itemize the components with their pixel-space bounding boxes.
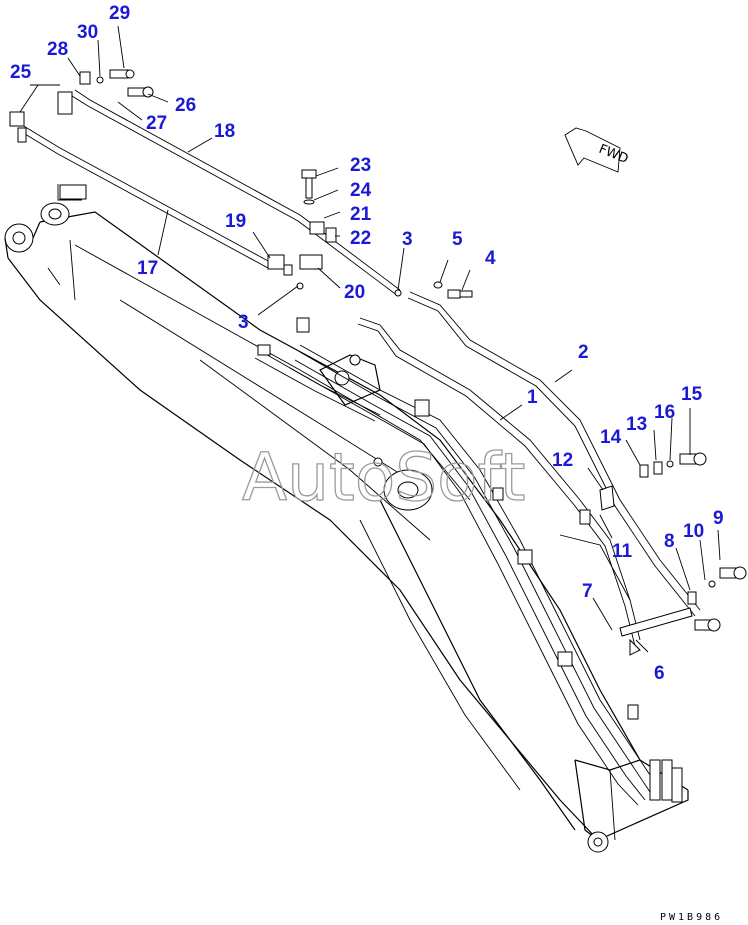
callout-21: 21 <box>350 204 372 225</box>
callout-19: 19 <box>225 211 246 232</box>
callout-24: 24 <box>350 180 372 201</box>
callout-17: 17 <box>137 258 158 279</box>
callout-3: 3 <box>238 312 249 333</box>
callout-30: 30 <box>77 22 98 43</box>
callout-6: 6 <box>654 663 665 684</box>
callout-12: 12 <box>552 450 573 471</box>
piping-lines <box>19 89 701 806</box>
fittings <box>9 69 747 720</box>
callout-20: 20 <box>344 282 365 303</box>
fwd-label: FWD <box>597 142 631 167</box>
callout-15: 15 <box>681 384 703 405</box>
callout-5: 5 <box>452 229 463 250</box>
boom-body <box>4 202 689 853</box>
leader-lines <box>19 25 721 653</box>
watermark: AutoSoft <box>242 439 525 516</box>
callout-10: 10 <box>683 521 704 542</box>
callout-labels: 1 2 3 3 4 5 6 7 8 9 10 11 12 13 14 15 16… <box>10 3 724 684</box>
callout-9: 9 <box>713 508 724 529</box>
callout-4: 4 <box>485 248 496 269</box>
callout-8: 8 <box>664 531 675 552</box>
callout-2: 2 <box>578 342 589 363</box>
callout-11: 11 <box>612 541 633 562</box>
drawing-code: PW1B986 <box>660 912 723 923</box>
forward-direction-marker: FWD <box>564 127 631 173</box>
callout-1: 1 <box>527 387 538 408</box>
callout-7: 7 <box>582 581 593 602</box>
callout-27: 27 <box>146 113 167 134</box>
callout-26: 26 <box>175 95 196 116</box>
callout-16: 16 <box>654 402 675 423</box>
callout-28: 28 <box>47 39 68 60</box>
callout-29: 29 <box>109 3 130 24</box>
callout-3: 3 <box>402 229 413 250</box>
callout-25: 25 <box>10 62 32 83</box>
callout-13: 13 <box>626 414 647 435</box>
callout-14: 14 <box>600 427 622 448</box>
callout-23: 23 <box>350 155 371 176</box>
callout-22: 22 <box>350 228 371 249</box>
callout-18: 18 <box>214 121 235 142</box>
